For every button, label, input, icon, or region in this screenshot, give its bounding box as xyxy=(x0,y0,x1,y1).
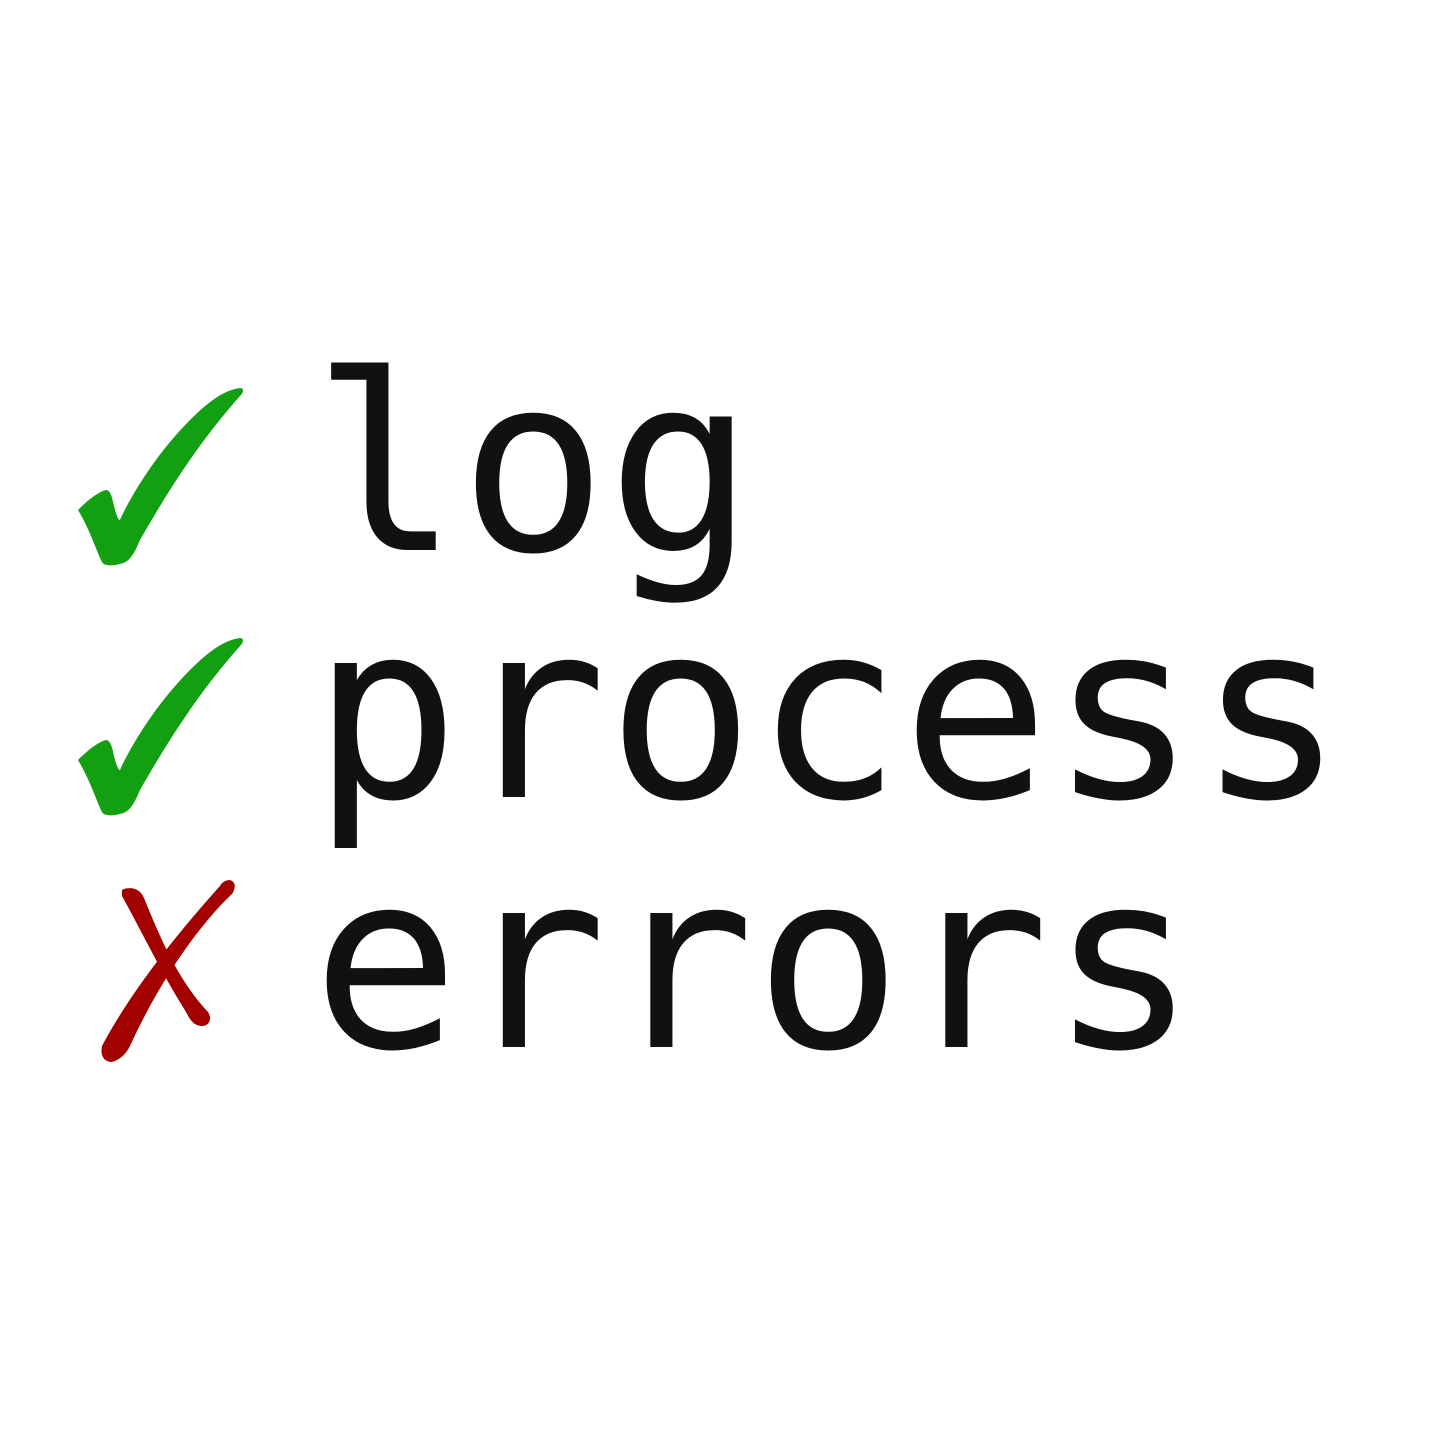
task-item-process: process xyxy=(0,590,1430,840)
task-label: process xyxy=(312,570,1345,855)
task-item-errors: errors xyxy=(0,840,1430,1090)
task-item-log: log xyxy=(0,340,1430,590)
checkmark-icon xyxy=(60,590,250,840)
task-label: errors xyxy=(312,820,1198,1105)
task-label: log xyxy=(312,323,755,608)
checkmark-icon xyxy=(60,340,250,590)
cross-icon xyxy=(60,840,250,1090)
